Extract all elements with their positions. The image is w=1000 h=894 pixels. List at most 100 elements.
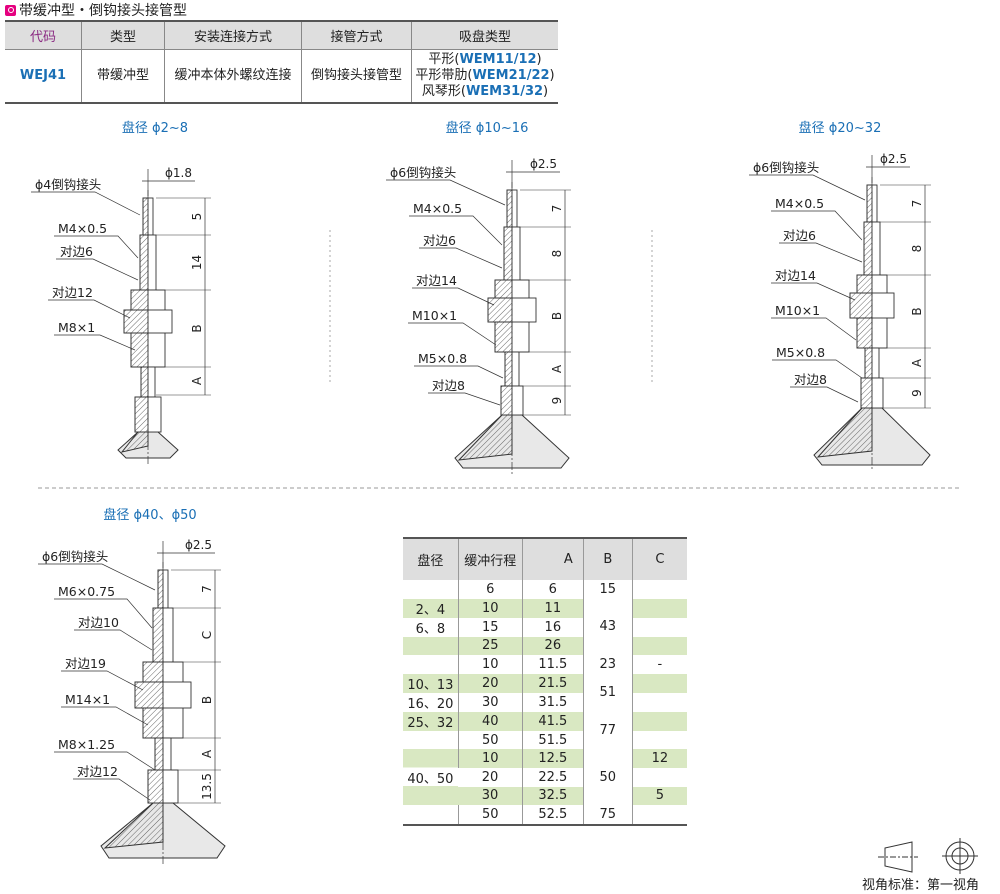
cell-stroke: 50 xyxy=(457,730,523,750)
part-label: 对边6 xyxy=(60,244,93,259)
header-0: 盘径 xyxy=(403,538,459,580)
cell-b: 15 xyxy=(582,580,633,599)
part-label: 对边10 xyxy=(78,615,119,630)
cell-c xyxy=(631,673,687,693)
leader-line xyxy=(771,282,856,301)
length-dim: 7 xyxy=(910,200,924,208)
length-dim: 5 xyxy=(190,213,204,221)
part-label: 对边8 xyxy=(432,378,465,393)
part-label: 对边14 xyxy=(775,268,816,283)
part-label: ϕ4倒钩接头 xyxy=(35,177,101,192)
section-title-text: 带缓冲型・倒钩接头接管型 xyxy=(19,3,187,19)
diameter-dim: ϕ2.5 xyxy=(185,538,212,552)
spec-table: 代码 类型 安装连接方式 接管方式 吸盘类型 WEJ41 带缓冲型 缓冲本体外螺… xyxy=(5,20,558,104)
part-label: 对边12 xyxy=(77,764,118,779)
header-mount: 安装连接方式 xyxy=(164,21,302,50)
diameter-dim: ϕ1.8 xyxy=(165,166,192,180)
cell-b: 43 xyxy=(582,598,633,656)
part-label: 对边6 xyxy=(423,233,456,248)
part-section xyxy=(866,184,873,223)
length-dim: C xyxy=(200,631,214,639)
cell-a: 32.5 xyxy=(521,786,584,806)
cell-a: 6 xyxy=(521,580,584,599)
cell-stroke: 20 xyxy=(457,673,523,693)
cell-group xyxy=(403,805,458,825)
cell-stroke: 50 xyxy=(457,805,523,825)
cell-c xyxy=(631,767,687,787)
cell-stroke: 40 xyxy=(457,711,523,731)
drawing-4: 盘径 ϕ40、ϕ50ϕ2.57CBA13.5ϕ6倒钩接头M6×0.75对边10对… xyxy=(38,507,226,864)
cell-a: 52.5 xyxy=(521,805,584,825)
cell-c: 12 xyxy=(631,749,687,768)
drawing-3: 盘径 ϕ20~32ϕ2.578BA9ϕ6倒钩接头M4×0.5对边6对边14M10… xyxy=(749,120,931,471)
cell-c xyxy=(631,805,687,825)
cell-cup: 平形(WEM11/12) 平形带肋(WEM21/22) 风琴形(WEM31/32… xyxy=(411,49,558,103)
view-standard: 视角标准：第一视角 xyxy=(862,878,979,893)
leader-line xyxy=(54,334,136,351)
cell-a: 41.5 xyxy=(521,711,584,731)
part-section xyxy=(504,351,513,387)
part-label: M8×1.25 xyxy=(58,737,115,752)
leader-line xyxy=(54,598,153,629)
cell-stroke: 6 xyxy=(457,580,523,599)
length-dim: 9 xyxy=(910,389,924,397)
part-label: 对边14 xyxy=(416,273,457,288)
length-dim: B xyxy=(910,307,924,315)
leader-line xyxy=(408,322,497,346)
length-dim: B xyxy=(550,312,564,320)
length-dim: B xyxy=(190,324,204,332)
cup-section xyxy=(103,802,164,849)
part-section xyxy=(503,226,513,281)
cell-a: 12.5 xyxy=(521,749,584,768)
drawing-title: 盘径 ϕ10~16 xyxy=(446,120,529,136)
part-label: 对边6 xyxy=(783,228,816,243)
cell-c xyxy=(631,730,687,750)
leader-line xyxy=(386,179,506,206)
part-label: M14×1 xyxy=(65,692,110,707)
length-dim: 7 xyxy=(550,205,564,213)
part-label: 对边19 xyxy=(65,656,106,671)
part-section xyxy=(506,189,513,228)
cell-stroke: 15 xyxy=(457,617,523,637)
cell-group: 2、4 xyxy=(403,598,459,618)
circle-marker-icon xyxy=(5,4,16,16)
cup-model: WEM31/32 xyxy=(465,84,544,99)
cell-c xyxy=(631,692,687,712)
cell-c xyxy=(631,636,687,656)
drawing-title: 盘径 ϕ2~8 xyxy=(122,120,188,136)
part-label: M5×0.8 xyxy=(418,351,467,366)
section-title: 带缓冲型・倒钩接头接管型 xyxy=(5,0,187,20)
cell-c: - xyxy=(631,655,687,674)
cell-group: 16、20 xyxy=(407,696,454,712)
part-section xyxy=(123,309,149,334)
part-section xyxy=(849,292,873,319)
length-dim: A xyxy=(190,376,204,385)
leader-line xyxy=(409,215,503,246)
length-dim: B xyxy=(200,696,214,704)
cell-c xyxy=(631,711,687,731)
header-3: B xyxy=(582,538,633,580)
cup-model: WEM11/12 xyxy=(459,52,537,67)
cell-group xyxy=(403,655,458,674)
cell-mount: 缓冲本体外螺纹连接 xyxy=(164,49,302,103)
leader-line xyxy=(61,670,144,691)
length-dim: A xyxy=(550,364,564,373)
cell-group xyxy=(403,580,458,599)
part-label: ϕ6倒钩接头 xyxy=(390,165,456,180)
cell-a: 11 xyxy=(521,598,584,618)
length-dim: A xyxy=(910,358,924,367)
cell-stroke: 20 xyxy=(481,769,499,785)
cell-b: 23 xyxy=(582,655,633,674)
part-section xyxy=(134,396,149,433)
cell-stroke: 10 xyxy=(457,655,523,674)
part-section xyxy=(152,607,164,663)
